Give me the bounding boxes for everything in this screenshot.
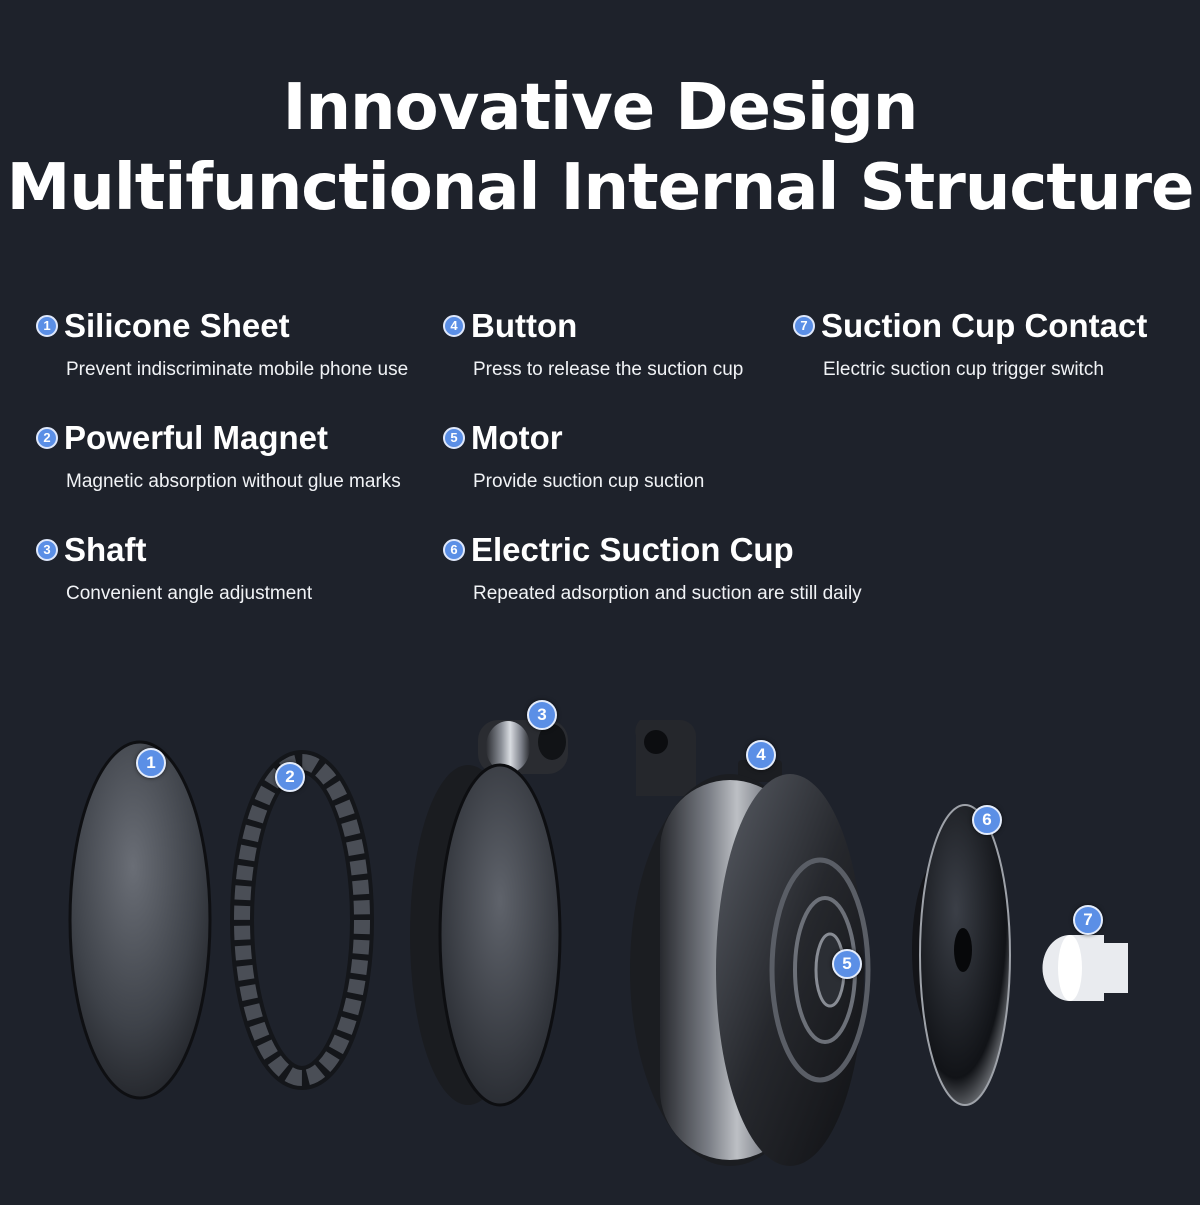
number-badge: 6 [443,539,465,561]
feature-motor: 5 Motor Provide suction cup suction [443,418,823,494]
exploded-product-diagram: 1 2 3 4 5 6 7 [0,680,1200,1200]
number-badge: 1 [36,315,58,337]
number-badge: 3 [36,539,58,561]
feature-description: Provide suction cup suction [473,471,705,492]
electric-suction-cup-part [912,804,1011,1106]
feature-description: Convenient angle adjustment [66,583,313,604]
feature-description: Magnetic absorption without glue marks [66,471,401,492]
number-badge: 5 [443,427,465,449]
silicone-sheet-part [68,740,212,1100]
callout-4: 4 [746,740,776,770]
feature-title: Shaft [64,531,147,568]
feature-title: Suction Cup Contact [821,307,1148,344]
feature-description: Repeated adsorption and suction are stil… [473,583,862,604]
callout-2: 2 [275,762,305,792]
feature-description: Prevent indiscriminate mobile phone use [66,359,409,380]
callout-6: 6 [972,805,1002,835]
callout-3: 3 [527,700,557,730]
feature-shaft: 3 Shaft Convenient angle adjustment [36,530,416,606]
feature-title: Powerful Magnet [64,419,329,456]
callout-7: 7 [1073,905,1103,935]
motor-body-part [630,720,871,1166]
feature-silicone-sheet: 1 Silicone Sheet Prevent indiscriminate … [36,306,416,382]
number-badge: 7 [793,315,815,337]
feature-powerful-magnet: 2 Powerful Magnet Magnetic absorption wi… [36,418,416,494]
feature-description: Electric suction cup trigger switch [823,359,1104,380]
feature-title: Motor [471,419,563,456]
shaft-housing-part [410,720,568,1107]
callout-1: 1 [136,748,166,778]
suction-cup-contact-part [1042,935,1128,1001]
feature-title: Button [471,307,578,344]
page-title: Innovative Design Multifunctional Intern… [0,68,1200,228]
title-line-2: Multifunctional Internal Structure [6,151,1195,225]
number-badge: 4 [443,315,465,337]
callout-5: 5 [832,949,862,979]
magnet-ring-part [230,750,374,1090]
number-badge: 2 [36,427,58,449]
feature-description: Press to release the suction cup [473,359,744,380]
feature-electric-suction-cup: 6 Electric Suction Cup Repeated adsorpti… [443,530,862,606]
feature-title: Silicone Sheet [64,307,290,344]
title-line-1: Innovative Design [282,71,919,145]
parts-illustration [68,720,1128,1166]
feature-title: Electric Suction Cup [471,531,794,568]
feature-suction-cup-contact: 7 Suction Cup Contact Electric suction c… [793,306,1173,382]
feature-button: 4 Button Press to release the suction cu… [443,306,823,382]
